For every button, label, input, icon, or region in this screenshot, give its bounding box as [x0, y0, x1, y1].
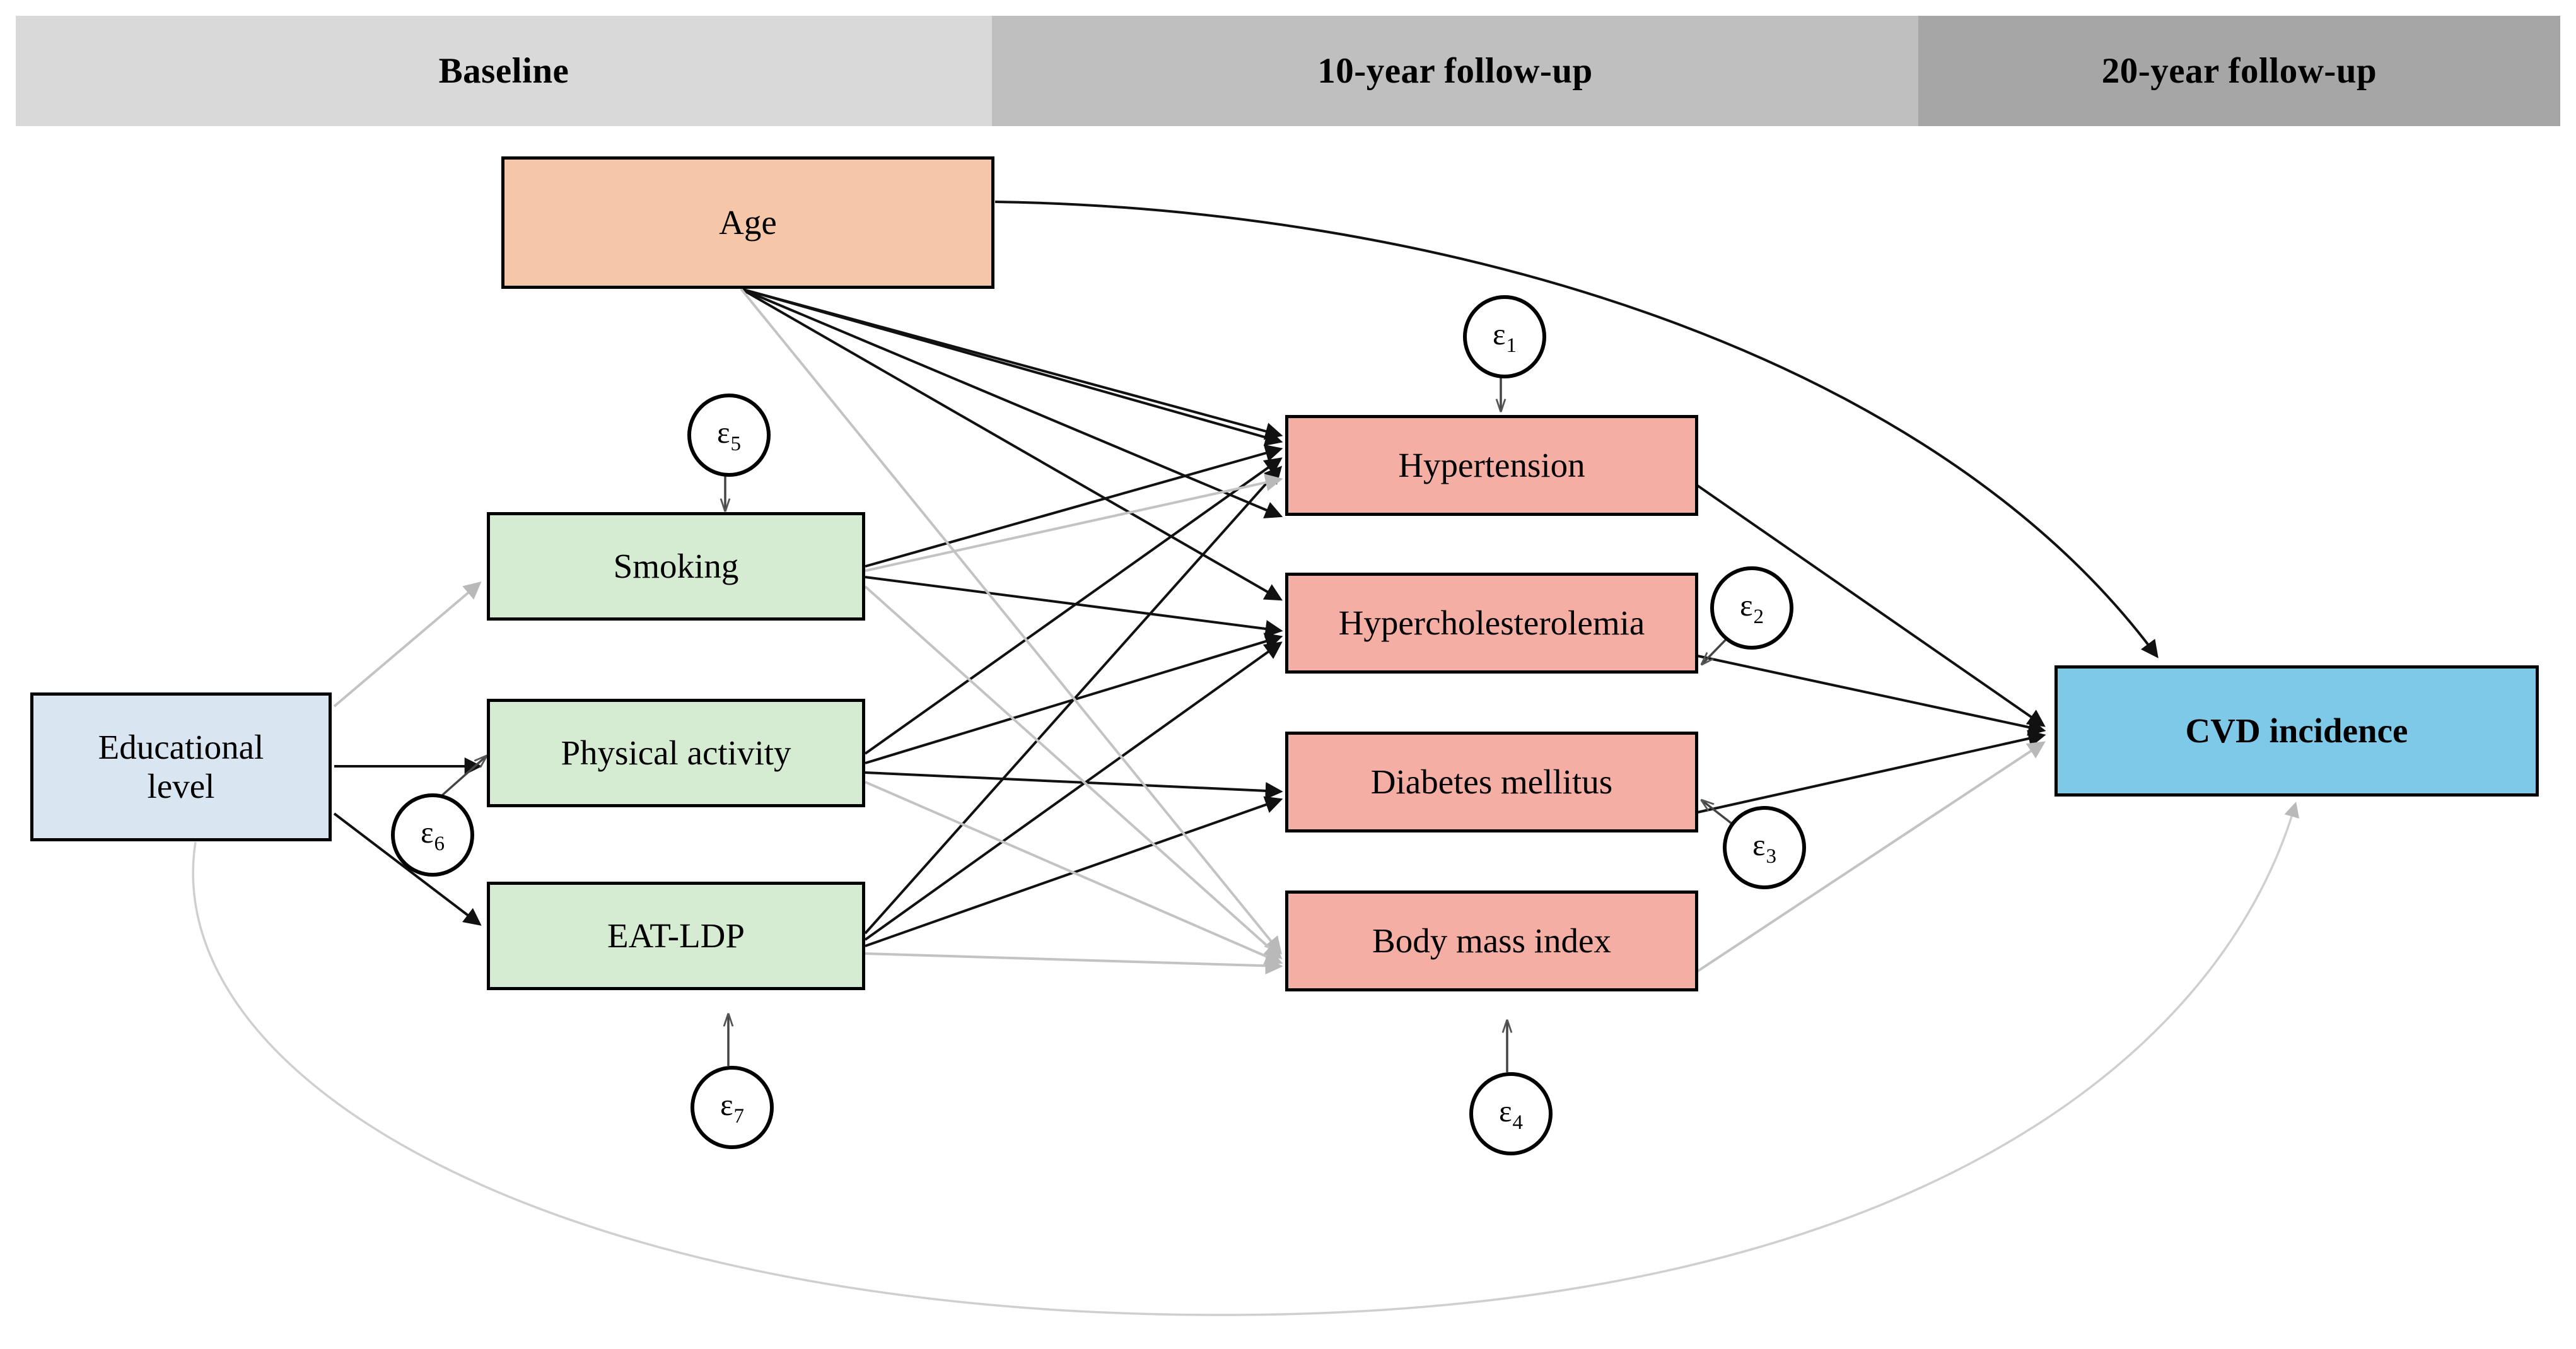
edge-smoking-hypertension-faint [865, 474, 1283, 572]
node-physical-activity[interactable]: Physical activity [487, 699, 865, 807]
edge-e6-physical [440, 757, 486, 797]
edge-physical-diabetes [865, 771, 1283, 800]
error-term-e4[interactable]: ε4 [1469, 1072, 1553, 1155]
error-term-e1[interactable]: ε1 [1463, 295, 1546, 378]
error-symbol-e2: ε [1739, 588, 1753, 623]
edge-age-hypercholesterolemia [740, 288, 1283, 518]
error-subscript-e3: 3 [1766, 844, 1777, 868]
error-term-e5[interactable]: ε5 [687, 394, 771, 477]
node-cvd-incidence[interactable]: CVD incidence [2054, 665, 2539, 797]
edge-age-bmi [740, 288, 1282, 955]
node-smoking-label: Smoking [613, 547, 739, 586]
band-followup10: 10-year follow-up [992, 16, 1918, 126]
error-symbol-e7: ε [720, 1087, 733, 1123]
edge-eatldp-bmi [865, 952, 1283, 975]
node-eat-ldp-label: EAT-LDP [607, 916, 745, 955]
error-term-e4-label: ε4 [1499, 1093, 1523, 1135]
error-symbol-e1: ε [1492, 317, 1506, 352]
edge-hypertension-cvd [1696, 484, 2046, 727]
edge-smoking-hypercholesterolemia [865, 576, 1283, 638]
error-subscript-e7: 7 [733, 1104, 745, 1128]
node-body-mass-index-label: Body mass index [1372, 921, 1611, 961]
edge-eatldp-hypercholesterolemia [864, 641, 1283, 941]
node-education-label-line2: level [147, 767, 215, 805]
edge-bmi-cvd [1696, 741, 2046, 972]
node-cvd-incidence-label: CVD incidence [2185, 711, 2408, 750]
error-term-e7[interactable]: ε7 [691, 1066, 774, 1149]
edge-education-eatldp [333, 812, 482, 926]
band-followup10-label: 10-year follow-up [1317, 51, 1593, 91]
band-baseline: Baseline [16, 16, 992, 126]
error-subscript-e1: 1 [1506, 334, 1517, 357]
edge-age-cvd-arc [994, 201, 2159, 658]
error-term-e6-label: ε6 [421, 814, 445, 856]
error-symbol-e4: ε [1498, 1094, 1512, 1129]
edge-education-cvd-arc [192, 802, 2300, 1316]
error-term-e3[interactable]: ε3 [1723, 806, 1806, 889]
node-body-mass-index[interactable]: Body mass index [1285, 891, 1698, 991]
edge-eatldp-hypertension [864, 465, 1283, 935]
error-symbol-e3: ε [1752, 827, 1766, 863]
edge-age-diabetes [740, 288, 1283, 601]
edge-smoking-hypertension [865, 444, 1283, 568]
error-subscript-e6: 6 [434, 832, 445, 855]
error-symbol-e6: ε [420, 815, 434, 850]
node-hypertension[interactable]: Hypertension [1285, 415, 1698, 516]
band-followup20-label: 20-year follow-up [2101, 51, 2377, 91]
edge-hypercholesterolemia-cvd [1697, 655, 2046, 736]
error-symbol-e5: ε [716, 415, 730, 450]
node-age-label: Age [719, 203, 777, 242]
node-hypercholesterolemia-label: Hypercholesterolemia [1338, 604, 1645, 643]
error-term-e7-label: ε7 [720, 1087, 744, 1128]
edge-physical-hypertension [864, 457, 1283, 755]
node-hypercholesterolemia[interactable]: Hypercholesterolemia [1285, 573, 1698, 674]
node-diabetes-mellitus-label: Diabetes mellitus [1370, 762, 1613, 802]
error-subscript-e5: 5 [730, 432, 742, 455]
error-term-e1-label: ε1 [1493, 316, 1517, 358]
node-hypertension-label: Hypertension [1398, 446, 1585, 485]
node-eat-ldp[interactable]: EAT-LDP [487, 882, 865, 990]
error-term-e2-label: ε2 [1740, 587, 1764, 629]
node-education[interactable]: Educational level [30, 692, 332, 841]
node-diabetes-mellitus[interactable]: Diabetes mellitus [1285, 732, 1698, 832]
error-subscript-e2: 2 [1753, 605, 1764, 628]
node-smoking[interactable]: Smoking [487, 512, 865, 621]
band-baseline-label: Baseline [438, 51, 569, 91]
error-term-e5-label: ε5 [717, 414, 741, 456]
error-term-e2[interactable]: ε2 [1710, 566, 1793, 650]
error-term-e6[interactable]: ε6 [391, 793, 474, 877]
edge-smoking-bmi [864, 585, 1283, 960]
node-physical-activity-label: Physical activity [561, 733, 791, 773]
edge-education-smoking [333, 581, 482, 708]
error-term-e3-label: ε3 [1752, 827, 1776, 868]
error-subscript-e4: 4 [1512, 1111, 1524, 1134]
band-followup20: 20-year follow-up [1918, 16, 2560, 126]
edge-age-cvd-direct [740, 288, 1283, 447]
node-education-label-line1: Educational [98, 728, 264, 767]
node-age[interactable]: Age [501, 156, 994, 289]
edge-physical-bmi [865, 781, 1283, 965]
edge-diabetes-cvd [1697, 730, 2046, 814]
